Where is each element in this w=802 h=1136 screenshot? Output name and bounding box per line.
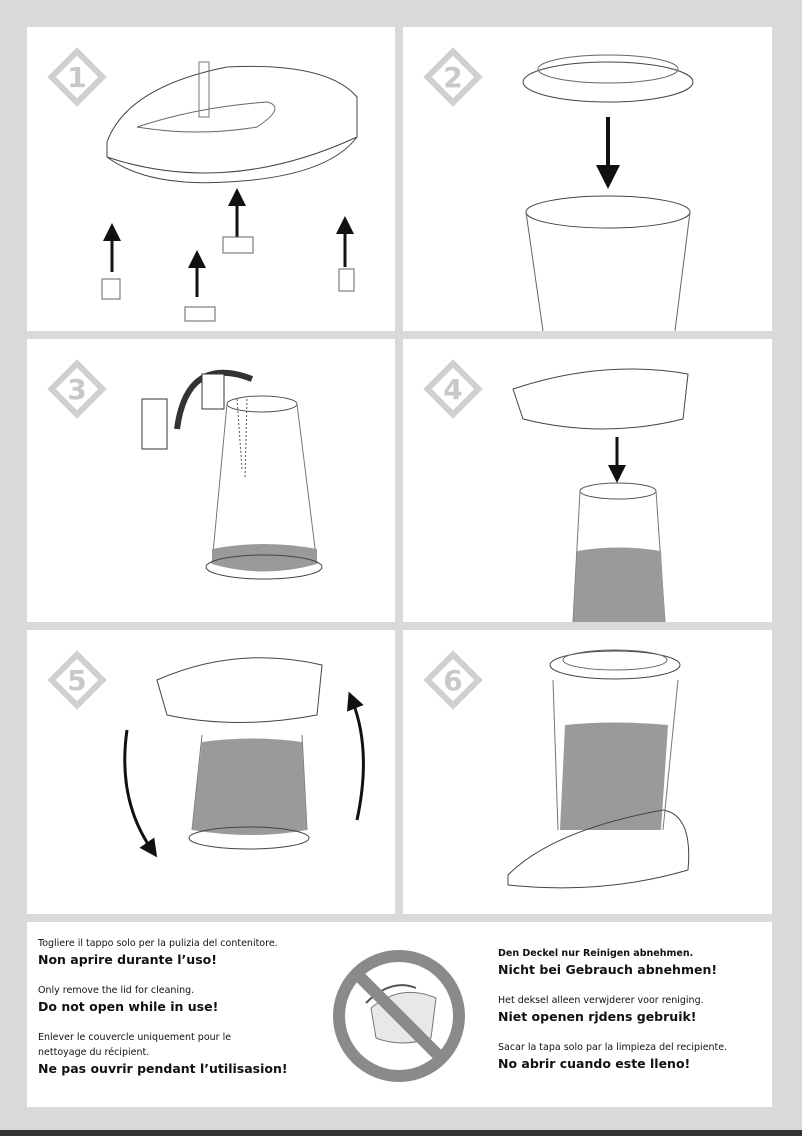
step-6-panel: 6 (403, 630, 772, 914)
step-1-badge: 1 (45, 45, 109, 109)
warning-panel: Togliere il tappo solo per la pulizia de… (27, 922, 772, 1107)
step-3-badge: 3 (45, 357, 109, 421)
flip-assembly-illustration (123, 657, 365, 858)
svg-text:2: 2 (443, 61, 462, 94)
svg-text:6: 6 (443, 664, 462, 697)
no-open-prohibition-icon (333, 950, 465, 1082)
step-2-panel: 2 (403, 27, 772, 331)
italian-warning: Non aprire durante l’uso! (38, 952, 217, 967)
warnings-left: Togliere il tappo solo per la pulizia de… (38, 936, 298, 1092)
step-6-badge: 6 (421, 648, 485, 712)
step-5-badge: 5 (45, 648, 109, 712)
bottom-strip (0, 1130, 802, 1136)
rinse-container-illustration (141, 369, 323, 580)
step-2-badge: 2 (421, 45, 485, 109)
step-3-panel: 3 (27, 339, 395, 622)
dutch-note: Het deksel alleen verwjderer voor renigi… (498, 995, 704, 1006)
lid-removal-illustration (522, 54, 694, 331)
step-4-badge: 4 (421, 357, 485, 421)
step-4-panel: 4 (403, 339, 772, 622)
svg-text:1: 1 (67, 61, 86, 94)
step-1-panel: 1 (27, 27, 395, 331)
spanish-warning: No abrir cuando este lleno! (498, 1056, 691, 1071)
step-5-panel: 5 (27, 630, 395, 914)
place-base-on-container-illustration (512, 368, 689, 622)
french-note: Enlever le couvercle uniquement pour le … (38, 1032, 232, 1058)
svg-text:5: 5 (67, 664, 86, 697)
english-warning: Do not open while in use! (38, 999, 219, 1014)
assembled-feeder-illustration (507, 649, 690, 889)
svg-text:4: 4 (443, 373, 462, 406)
italian-note: Togliere il tappo solo per la pulizia de… (38, 938, 278, 949)
spanish-note: Sacar la tapa solo par la limpieza del r… (498, 1042, 728, 1053)
english-note: Only remove the lid for cleaning. (38, 985, 195, 996)
dutch-warning: Niet openen rjdens gebruik! (498, 1009, 697, 1024)
german-warning: Nicht bei Gebrauch abnehmen! (498, 962, 718, 977)
french-warning: Ne pas ouvrir pendant l’utilisasion! (38, 1061, 288, 1076)
svg-text:3: 3 (67, 373, 86, 406)
warnings-right: Den Deckel nur Reinigen abnehmen. Nicht b… (498, 946, 768, 1087)
base-tray-feet-illustration (101, 61, 358, 322)
german-note: Den Deckel nur Reinigen abnehmen. (498, 948, 694, 959)
